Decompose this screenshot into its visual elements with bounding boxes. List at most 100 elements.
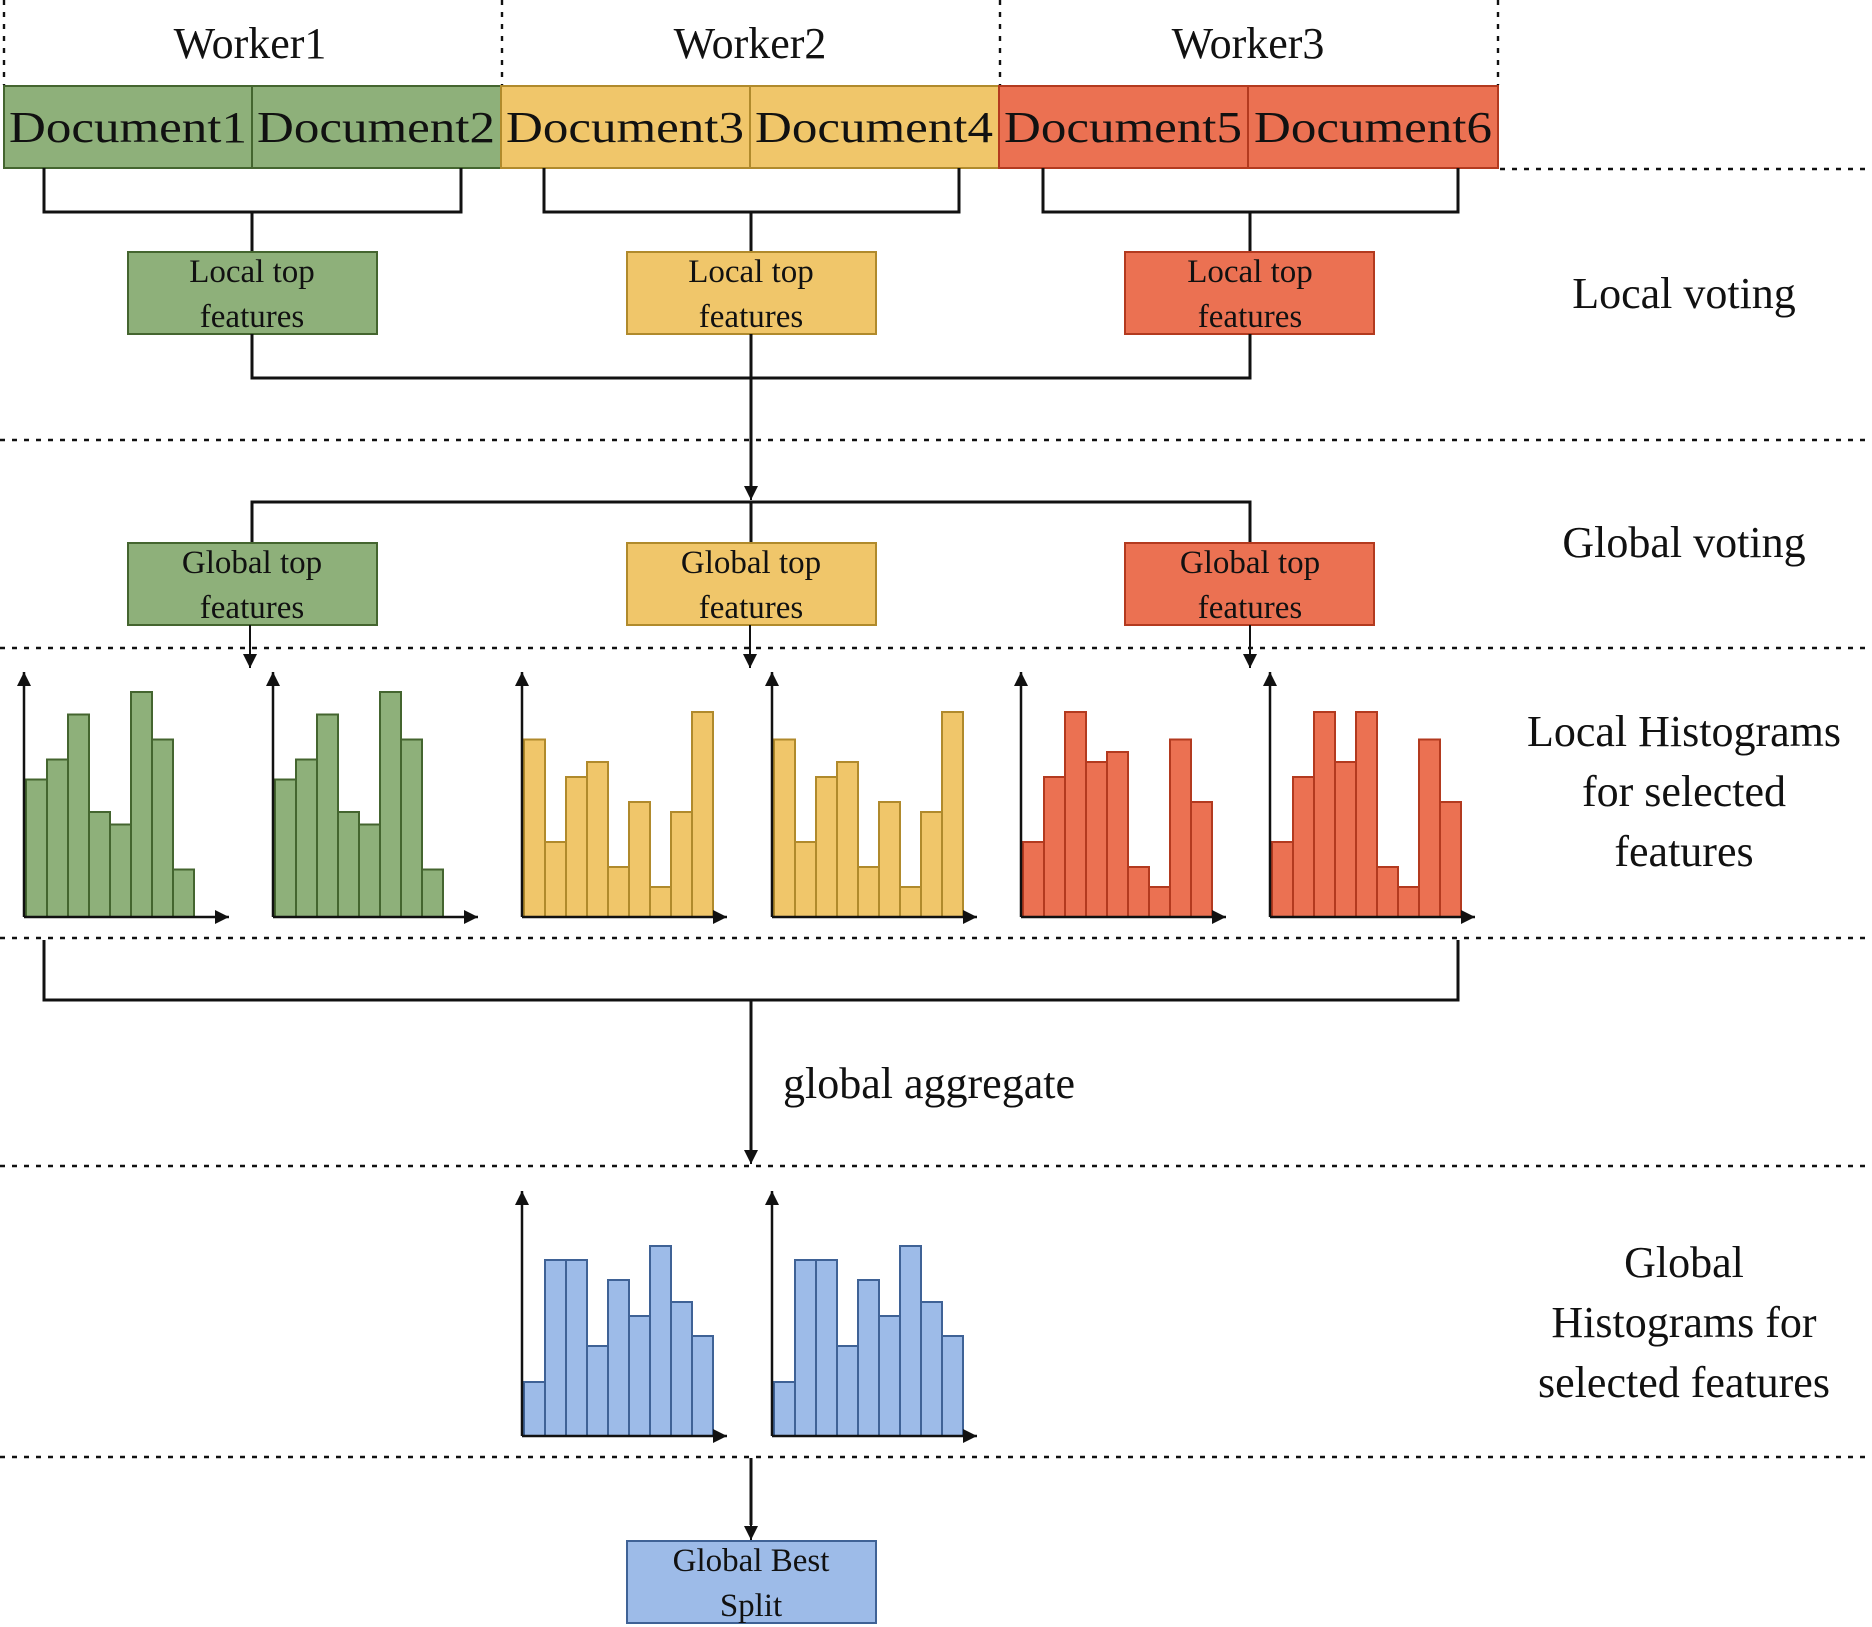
histogram-bar bbox=[857, 1279, 880, 1437]
histogram-bar bbox=[857, 866, 880, 918]
histogram-bar bbox=[899, 886, 922, 918]
histogram-bar bbox=[130, 691, 153, 918]
histogram-bar bbox=[1334, 761, 1357, 918]
histogram-bar bbox=[565, 776, 588, 918]
stage-labels: Local voting Global voting Local Histogr… bbox=[1527, 269, 1841, 1407]
local-top-box bbox=[127, 251, 378, 335]
histogram-bar bbox=[1418, 738, 1441, 918]
histogram-bar bbox=[1190, 801, 1213, 918]
histogram-bar bbox=[523, 1381, 546, 1437]
worker-headers: Worker1 Worker2 Worker3 bbox=[2, 0, 1500, 85]
histogram-bar bbox=[151, 738, 174, 918]
histogram-bar bbox=[1169, 738, 1192, 918]
histogram-bar bbox=[1085, 761, 1108, 918]
local-top-box bbox=[1124, 251, 1375, 335]
local-top-box bbox=[626, 251, 877, 335]
histogram-bar bbox=[1106, 751, 1129, 918]
histogram-bar bbox=[794, 841, 817, 918]
worker-1-label: Worker1 bbox=[174, 19, 327, 68]
local-histogram bbox=[1014, 672, 1226, 924]
histogram-bar bbox=[544, 841, 567, 918]
document-box bbox=[1247, 85, 1499, 169]
document-box bbox=[3, 85, 253, 169]
worker-2-label: Worker2 bbox=[674, 19, 827, 68]
document-3-label: Document3 bbox=[506, 103, 744, 152]
histogram-bar bbox=[878, 1315, 901, 1437]
histogram-bar bbox=[878, 801, 901, 918]
histogram-bar bbox=[400, 738, 423, 918]
histogram-bar bbox=[1127, 866, 1150, 918]
histogram-bar bbox=[379, 691, 402, 918]
document-4-label: Document4 bbox=[755, 103, 993, 152]
histogram-bar bbox=[607, 1279, 630, 1437]
document-box bbox=[998, 85, 1249, 169]
histogram-bar bbox=[899, 1245, 922, 1437]
histogram-bar bbox=[274, 778, 297, 918]
local-histogram bbox=[17, 672, 229, 924]
local-histogram bbox=[515, 672, 727, 924]
histogram-bar bbox=[1292, 776, 1315, 918]
worker-3-label: Worker3 bbox=[1172, 19, 1325, 68]
histogram-bar bbox=[691, 1335, 714, 1437]
histogram-bar bbox=[1043, 776, 1066, 918]
histogram-bar bbox=[421, 868, 444, 918]
histogram-bar bbox=[649, 886, 672, 918]
histogram-bar bbox=[88, 811, 111, 918]
histogram-bar bbox=[565, 1259, 588, 1437]
document-connectors bbox=[42, 168, 1460, 252]
histogram-bar bbox=[649, 1245, 672, 1437]
histogram-bar bbox=[670, 1301, 693, 1437]
connector bbox=[42, 168, 463, 214]
histogram-bar bbox=[773, 738, 796, 918]
histogram-bar bbox=[941, 711, 964, 918]
histogram-bar bbox=[358, 823, 381, 918]
histogram-bar bbox=[109, 823, 132, 918]
document-box bbox=[251, 85, 502, 169]
document-5-label: Document5 bbox=[1004, 103, 1242, 152]
global-histogram bbox=[765, 1191, 977, 1443]
histogram-bar bbox=[67, 713, 90, 918]
histogram-bar bbox=[1022, 841, 1045, 918]
histogram-bar bbox=[316, 713, 339, 918]
histogram-bar bbox=[670, 811, 693, 918]
histogram-bar bbox=[1355, 711, 1378, 918]
histograms bbox=[17, 672, 1475, 1443]
connector bbox=[1041, 168, 1460, 214]
histogram-bar bbox=[691, 711, 714, 918]
stage-separators bbox=[0, 167, 1872, 1459]
voting-connectors bbox=[250, 334, 1252, 543]
histogram-bar bbox=[1148, 886, 1171, 918]
histogram-bar bbox=[836, 761, 859, 918]
document-1-label: Document1 bbox=[9, 103, 247, 152]
histogram-bar bbox=[1313, 711, 1336, 918]
global-best-split-box bbox=[626, 1540, 877, 1624]
global-aggregate-label: global aggregate bbox=[783, 1059, 1075, 1108]
histogram-bar bbox=[941, 1335, 964, 1437]
histogram-bar bbox=[628, 1315, 651, 1437]
histogram-bar bbox=[1397, 886, 1420, 918]
histogram-bar bbox=[773, 1381, 796, 1437]
global-top-box bbox=[127, 542, 378, 626]
histogram-bar bbox=[607, 866, 630, 918]
histogram-bar bbox=[628, 801, 651, 918]
local-histogram bbox=[266, 672, 478, 924]
histogram-bar bbox=[1376, 866, 1399, 918]
histogram-bar bbox=[815, 776, 838, 918]
histogram-bar bbox=[920, 811, 943, 918]
global-histogram bbox=[515, 1191, 727, 1443]
histogram-bar bbox=[836, 1345, 859, 1437]
histogram-bar bbox=[1064, 711, 1087, 918]
connector bbox=[542, 168, 961, 214]
histogram-bar bbox=[1271, 841, 1294, 918]
histogram-bar bbox=[815, 1259, 838, 1437]
document-6-label: Document6 bbox=[1254, 103, 1492, 152]
